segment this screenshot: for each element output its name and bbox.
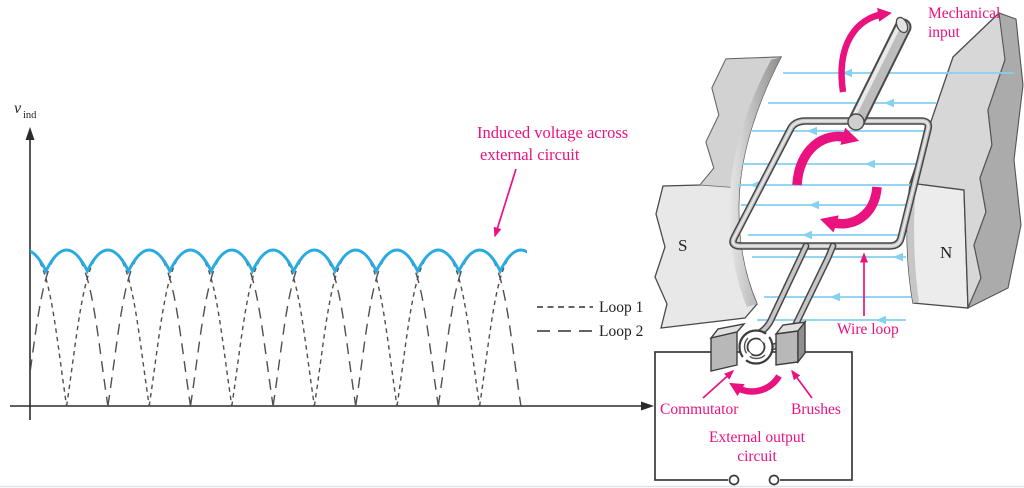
generator-diagram: S N (654, 5, 1024, 486)
y-axis-label-subscript: ind (23, 110, 37, 121)
graph-axes (10, 136, 644, 420)
rotation-arrow-lower (819, 186, 882, 233)
loop2-hump (272, 249, 357, 407)
brush-right-side (797, 319, 806, 365)
loop2-hump (189, 249, 274, 407)
loop1-hump (65, 249, 150, 407)
induced-voltage-envelope (30, 248, 527, 275)
loop1-hump (231, 249, 316, 407)
legend-loop1-label: Loop 1 (599, 299, 643, 316)
magnet-south: S (654, 56, 783, 329)
induced-voltage-label-line2: external circuit (480, 145, 580, 164)
legend-loop2-label: Loop 2 (599, 323, 643, 340)
loop1-hump (396, 249, 481, 407)
rotation-arrow-upper (792, 127, 860, 186)
external-circuit-label-line2: circuit (737, 448, 777, 465)
brushes-arrow (791, 369, 813, 399)
wire-loop-label: Wire loop (837, 321, 899, 338)
loop2-hump (30, 249, 109, 407)
brushes (709, 319, 807, 372)
terminal-right (768, 474, 780, 486)
brushes-label: Brushes (791, 401, 841, 418)
induced-voltage-label-line1: Induced voltage across (477, 123, 628, 142)
pole-label-S: S (678, 236, 687, 255)
mechanical-input-label-line1: Mechanical (928, 5, 1000, 22)
wire-loop (729, 117, 933, 351)
waveform-curves (30, 248, 527, 407)
field-line-arrowheads (750, 68, 903, 325)
commutator-gap-2 (740, 351, 752, 363)
pole-label-N: N (940, 243, 952, 262)
shaft-top-cap (895, 16, 909, 34)
y-axis-arrowhead (25, 127, 35, 140)
loop1-hump (148, 249, 233, 407)
voltage-graph: v ind Induced voltage across external ci… (10, 100, 654, 420)
terminal-gap (728, 473, 780, 486)
brush-right-front (775, 330, 799, 366)
external-circuit-box (654, 351, 853, 486)
commutator-rotation-arrow (729, 374, 782, 397)
loop2-hump (107, 249, 192, 407)
external-circuit-label-line1: External output (709, 429, 806, 446)
magnet-north: N (906, 12, 1024, 310)
loop1-hump (30, 250, 68, 407)
legend: Loop 1 Loop 2 (537, 299, 643, 340)
loop2-hump (437, 249, 522, 407)
magnet-south-pole-face (729, 57, 781, 307)
commutator-arrow (702, 369, 735, 399)
commutator (738, 329, 774, 365)
commutator-gap-1 (760, 331, 772, 343)
loop2-hump (355, 249, 439, 407)
loop1-hump (478, 249, 527, 407)
shaft-end-cap (847, 113, 865, 131)
induced-voltage-arrow (493, 168, 517, 238)
magnet-north-torn-side (966, 12, 1024, 310)
brush-left-front (710, 331, 738, 372)
terminal-left (728, 474, 740, 486)
y-axis-label: v (14, 100, 22, 117)
mechanical-input-arrow (838, 7, 892, 93)
mechanical-input-label-line2: input (928, 24, 961, 41)
loop1-hump (313, 249, 398, 407)
x-axis-arrowhead (641, 401, 654, 411)
commutator-label: Commutator (660, 401, 739, 418)
